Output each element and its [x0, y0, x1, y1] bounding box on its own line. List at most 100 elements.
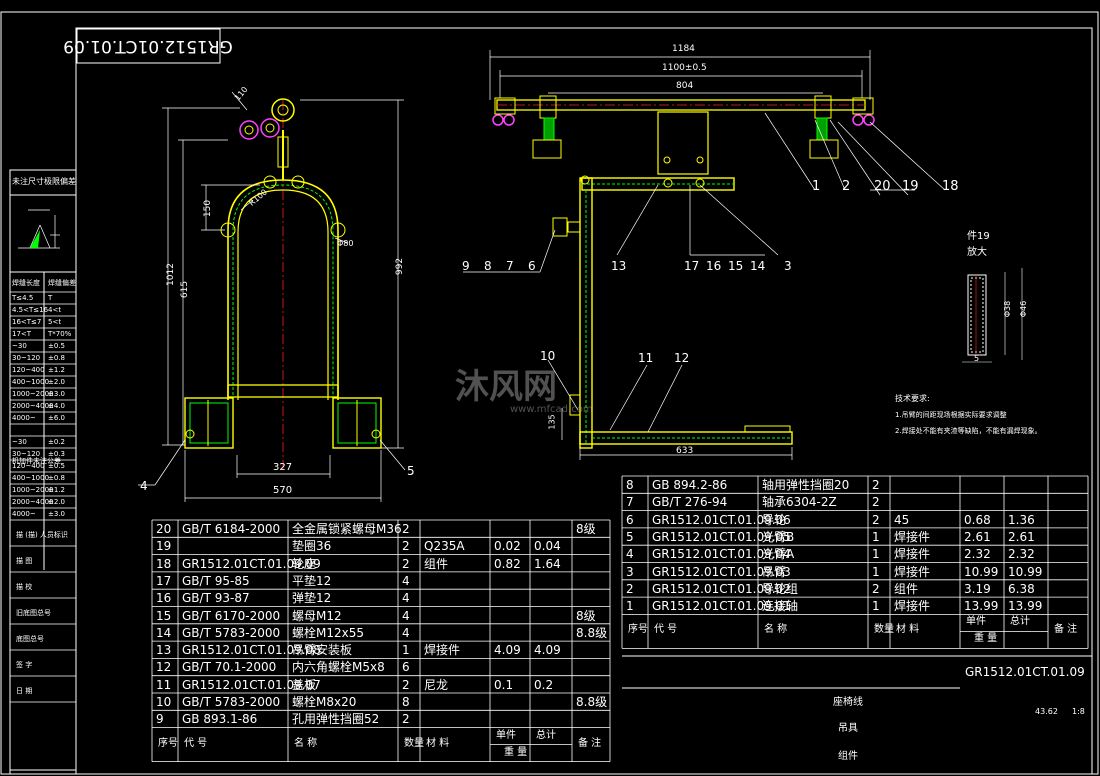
bom-cell: 螺栓M12x55	[292, 625, 364, 640]
title-line3: 组件	[838, 751, 858, 762]
bom-cell: 内六角螺栓M5x8	[292, 660, 385, 675]
bom-cell: 10.99	[1008, 564, 1043, 579]
drawing-number-box	[76, 28, 221, 64]
title-number: GR1512.01CT.01.09	[965, 665, 1085, 679]
dim-1184: 1184	[672, 44, 695, 54]
bom-cell: 0.2	[534, 677, 554, 692]
bom-cell: GB/T 6184-2000	[182, 522, 281, 536]
bom-cell: 11	[156, 677, 172, 692]
bom-cell: GR1512.01CT.01.09.07	[182, 677, 321, 692]
detail-label-part: 件19	[967, 231, 990, 242]
tol-footer: 描 (描) 人员标识	[16, 531, 68, 539]
tol-footer: 旧底图总号	[16, 609, 51, 617]
bom-cell: 组件	[894, 581, 919, 596]
bom-cell: GR1512.01CT.01.09.09	[182, 556, 321, 571]
balloon-9: 9	[462, 259, 470, 273]
balloon-3: 3	[784, 259, 792, 273]
tol-cell: 120~400	[12, 366, 45, 374]
tol-cell: ±2.0	[48, 498, 65, 506]
bom-header: 序号	[628, 624, 648, 636]
bom-cell: 吊臂	[762, 564, 787, 579]
tol-footer: 底图总号	[16, 635, 44, 643]
bom-cell: 弹垫12	[292, 591, 332, 606]
bom-cell: GB/T 95-85	[182, 573, 250, 588]
bom-cell: 4	[402, 573, 410, 588]
balloon-11: 11	[638, 351, 654, 365]
bom-cell: 8级	[576, 522, 596, 536]
bom-cell: 8级	[576, 608, 596, 623]
balloon-12: 12	[674, 351, 690, 365]
dim-1100: 1100±0.5	[662, 63, 707, 73]
bom-cell: 2.32	[964, 547, 991, 562]
balloon-6: 6	[528, 259, 536, 273]
bom-cell: GR1512.01CT.01.09.01	[652, 599, 791, 614]
bom-cell: 2	[872, 581, 880, 596]
bom-cell: 4.09	[494, 643, 521, 658]
bom-cell: 1	[872, 564, 880, 579]
bom-cell: 光臂B	[762, 529, 795, 544]
bom-cell: GB/T 5783-2000	[182, 625, 281, 640]
dim-5: 5	[974, 354, 980, 363]
bom-weight-label: 重 量	[504, 746, 528, 758]
bom-cell: 光臂A	[762, 547, 795, 562]
tech-title: 技术要求:	[895, 394, 930, 403]
bom-cell: GR1512.01CT.01.09.08	[182, 643, 321, 658]
bom-header: 总计	[1010, 616, 1030, 628]
bom-cell: 2	[872, 478, 880, 492]
bom-cell: 4	[402, 608, 410, 623]
bom-cell: 0.1	[494, 677, 514, 692]
bom-cell: 1	[872, 599, 880, 614]
bom-cell: GB/T 5783-2000	[182, 695, 281, 709]
bom-header: 代 号	[654, 624, 678, 636]
bom-cell: 4	[402, 625, 410, 640]
tol-footer: 描 校	[16, 583, 33, 591]
balloon-7: 7	[506, 259, 514, 273]
balloon-1: 1	[812, 179, 821, 194]
tol-col-b: 焊缝偏差	[48, 279, 76, 287]
bom-weight-label: 重 量	[974, 633, 998, 645]
dim-327: 327	[273, 462, 293, 473]
bom-cell: 2	[402, 677, 410, 692]
watermark-url: www.mfcad.com	[510, 404, 593, 415]
tol-cell: ~30	[12, 342, 27, 350]
bom-cell: 14	[156, 625, 172, 640]
bom-cell: 45	[894, 512, 910, 527]
balloon-15: 15	[728, 259, 744, 273]
bom-cell: 导轮	[762, 512, 787, 527]
title-scale: 1:8	[1072, 707, 1085, 716]
title-line1: 座椅线	[833, 697, 863, 708]
balloon-19: 19	[902, 179, 919, 194]
bom-cell: GR1512.01CT.01.09.03	[652, 564, 791, 579]
tol-cell: 2000~4000	[12, 402, 54, 410]
bom-cell: 2	[402, 556, 410, 571]
bom-cell: 8.8级	[576, 625, 608, 640]
bom-cell: 焊接件	[894, 547, 931, 562]
dim-38: Φ38	[1003, 300, 1013, 318]
bom-cell: 16	[156, 591, 172, 606]
bom-cell: 1	[872, 547, 880, 562]
bom-cell: 0.04	[534, 539, 561, 554]
balloon-16: 16	[706, 259, 722, 273]
bom-cell: 焊接件	[424, 643, 461, 658]
tol-footer: 日 期	[16, 687, 33, 695]
bom-cell: 螺母M12	[292, 608, 342, 623]
bom-cell: GR1512.01CT.01.09.04	[652, 547, 791, 562]
bom-cell: 4	[402, 591, 410, 606]
tol-cell: 16<T≤7	[12, 318, 42, 326]
dim-135: 135	[547, 414, 557, 430]
drawing-number-rotated: GR1512.01CT.01.09	[63, 36, 233, 56]
tol-cell: ±1.2	[48, 486, 65, 494]
bom-cell: 8	[626, 478, 634, 492]
bom-cell: 2.32	[1008, 547, 1035, 562]
balloon-8: 8	[484, 259, 492, 273]
bom-cell: 导轮组	[762, 581, 799, 596]
bom-header: 名 称	[764, 624, 788, 636]
bom-cell: 10	[156, 695, 172, 709]
bom-cell: 孔用弹性挡圈52	[292, 712, 380, 727]
bom-cell: 盖板	[292, 677, 317, 692]
tol-title: 未注尺寸极限偏差	[12, 177, 76, 186]
bom-cell: 2	[402, 712, 410, 727]
bom-cell: 1.36	[1008, 512, 1035, 527]
tol-cell: ±0.3	[48, 450, 65, 458]
